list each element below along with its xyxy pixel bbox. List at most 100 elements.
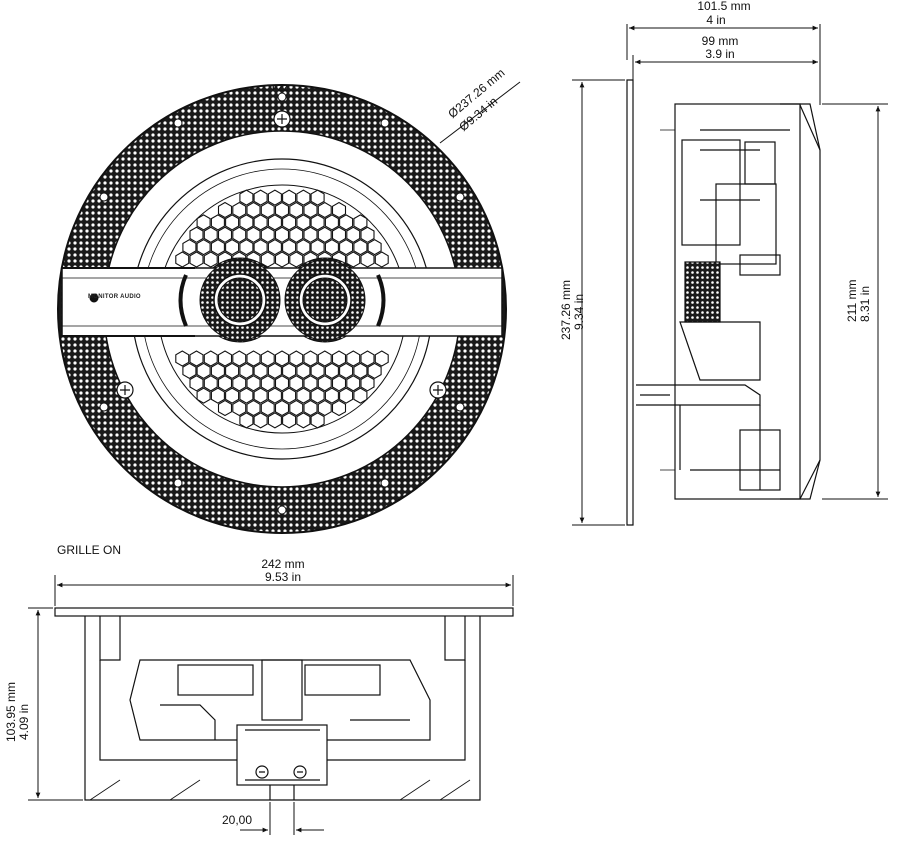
honeycomb-cell: [182, 238, 197, 256]
honeycomb-cell: [232, 375, 247, 392]
honeycomb-cell: [260, 201, 275, 219]
honeycomb-cell: [217, 201, 233, 219]
honeycomb-cell: [353, 387, 368, 404]
honeycomb-cell: [260, 350, 275, 367]
height-in-label: 4.09 in: [17, 703, 31, 740]
honeycomb-cell: [210, 214, 225, 231]
honeycomb-cell: [310, 362, 325, 380]
honeycomb-cell: [267, 387, 282, 404]
honeycomb-cell: [296, 189, 311, 206]
honeycomb-cell: [274, 226, 290, 243]
honeycomb-cell: [310, 238, 325, 256]
honeycomb-cell: [317, 201, 332, 219]
honeycomb-cell: [317, 226, 332, 243]
honeycomb-cell: [239, 214, 254, 231]
honeycomb-cell: [239, 387, 254, 404]
honeycomb-cell: [267, 362, 282, 380]
honeycomb-cell: [203, 251, 218, 268]
honeycomb-cell: [296, 412, 311, 429]
bottom-dimensions: [28, 575, 514, 835]
front-diameter-leader: [439, 81, 521, 144]
honeycomb-cell: [253, 189, 268, 206]
honeycomb-cell: [203, 350, 218, 367]
honeycomb-cell: [225, 238, 240, 256]
honeycomb-cell: [210, 362, 225, 380]
honeycomb-cell: [303, 399, 318, 417]
honeycomb-cell: [331, 226, 347, 243]
honeycomb-cell: [267, 238, 282, 256]
honeycomb-cell: [225, 387, 240, 404]
body-depth-mm-label: 99 mm: [701, 34, 739, 48]
honeycomb-cell: [253, 214, 268, 231]
honeycomb-cell: [267, 189, 282, 206]
honeycomb-cell: [331, 201, 347, 219]
honeycomb-cell: [267, 214, 282, 231]
honeycomb-cell: [289, 375, 304, 392]
honeycomb-cell: [303, 201, 318, 219]
honeycomb-cell: [339, 362, 354, 380]
honeycomb-cell: [353, 238, 368, 256]
honeycomb-cell: [274, 375, 290, 392]
honeycomb-cell: [346, 251, 361, 268]
honeycomb-cell: [317, 399, 332, 417]
total-depth-in-label: 4 in: [706, 13, 726, 27]
terminal-spacing-label: 20,00: [221, 813, 253, 827]
honeycomb-cell: [324, 362, 339, 380]
honeycomb-cell: [175, 251, 190, 268]
honeycomb-cell: [289, 226, 304, 243]
honeycomb-cell: [310, 189, 325, 206]
honeycomb-cell: [246, 375, 261, 392]
honeycomb-cell: [267, 412, 282, 429]
body-height-mm-label: 211 mm: [845, 279, 859, 322]
honeycomb-cell: [260, 226, 275, 243]
honeycomb-cell: [239, 189, 254, 206]
honeycomb-cell: [346, 350, 361, 367]
honeycomb-cell: [189, 226, 204, 243]
honeycomb-cell: [282, 362, 297, 380]
honeycomb-cell: [232, 226, 247, 243]
honeycomb-cell: [303, 350, 318, 367]
honeycomb-cell: [239, 362, 254, 380]
honeycomb-cell: [339, 387, 354, 404]
honeycomb-cell: [289, 350, 304, 367]
honeycomb-cell: [189, 350, 204, 367]
honeycomb-cell: [324, 387, 339, 404]
honeycomb-cell: [203, 375, 218, 392]
body-height-in-label: 8.31 in: [858, 285, 872, 322]
honeycomb-cell: [274, 399, 290, 417]
honeycomb-cell: [196, 387, 211, 404]
flange-height-mm-label: 237.26 mm: [559, 279, 573, 340]
front-view: [57, 84, 507, 534]
honeycomb-cell: [246, 399, 261, 417]
bottom-view: [54, 607, 514, 801]
honeycomb-cell: [253, 412, 268, 429]
honeycomb-cell: [346, 226, 361, 243]
honeycomb-cell: [353, 214, 368, 231]
honeycomb-cell: [274, 251, 290, 268]
honeycomb-cell: [274, 201, 290, 219]
honeycomb-cell: [246, 201, 261, 219]
honeycomb-cell: [367, 238, 382, 256]
honeycomb-cell: [331, 399, 347, 417]
honeycomb-cell: [317, 375, 332, 392]
honeycomb-cell: [253, 387, 268, 404]
honeycomb-grille: [175, 189, 389, 429]
honeycomb-cell: [217, 350, 233, 367]
honeycomb-cell: [217, 399, 233, 417]
honeycomb-cell: [289, 251, 304, 268]
honeycomb-cell: [360, 375, 375, 392]
honeycomb-cell: [374, 350, 389, 367]
honeycomb-cell: [189, 251, 204, 268]
honeycomb-cell: [210, 387, 225, 404]
honeycomb-cell: [182, 362, 197, 380]
honeycomb-cell: [253, 362, 268, 380]
honeycomb-cell: [374, 251, 389, 268]
honeycomb-cell: [232, 201, 247, 219]
height-mm-label: 103.95 mm: [4, 681, 18, 742]
tweeter-bridge-bar: [61, 267, 503, 337]
honeycomb-cell: [246, 350, 261, 367]
honeycomb-cell: [225, 214, 240, 231]
honeycomb-cell: [253, 238, 268, 256]
honeycomb-cell: [239, 238, 254, 256]
